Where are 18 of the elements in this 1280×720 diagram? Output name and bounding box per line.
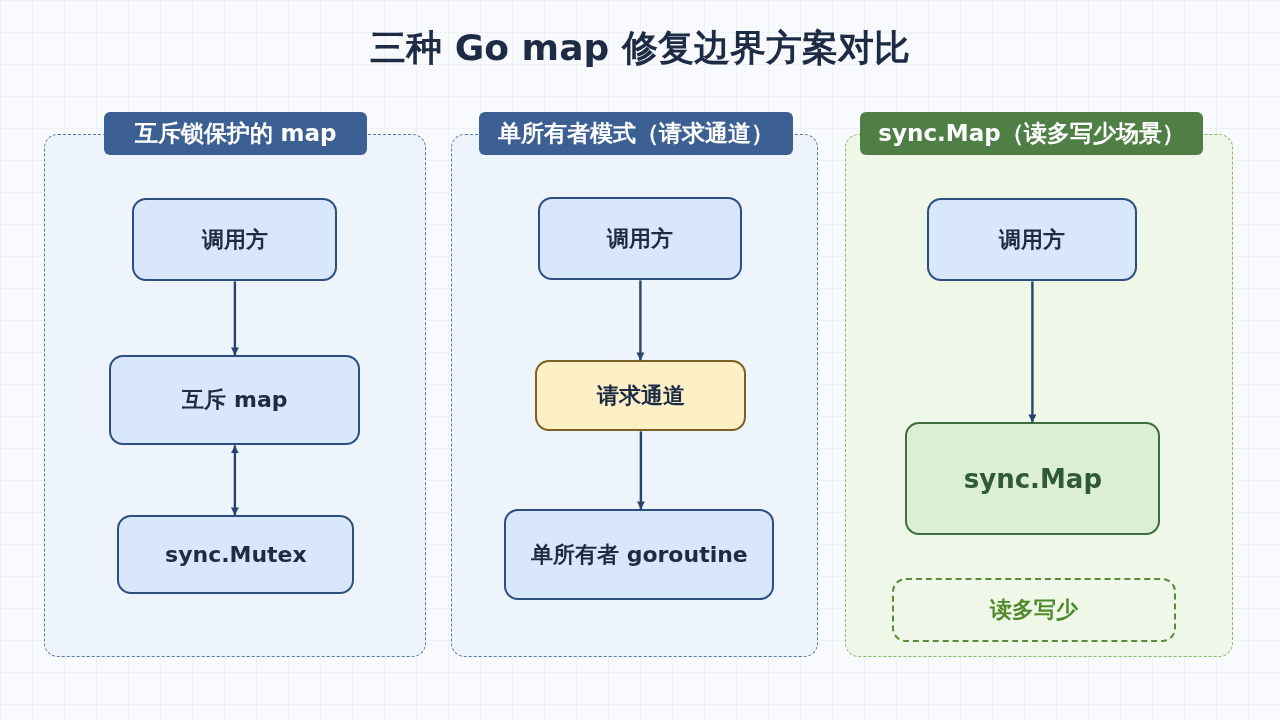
arrow [230,445,239,516]
title: 三种 Go map 修复边界方案对比 [369,26,911,70]
process-box: 调用方 [132,198,338,282]
process-box: 互斥 map [109,355,361,446]
process-box: 请求通道 [535,360,747,432]
arrow [636,431,645,510]
arrow [636,280,645,361]
note-box: 读多写少 [892,578,1177,643]
panel-heading: 单所有者模式（请求通道） [479,112,793,155]
process-box: 单所有者 goroutine [504,509,775,601]
process-box: sync.Mutex [117,515,355,595]
process-box: sync.Map [905,422,1161,536]
process-box: 调用方 [538,197,743,281]
process-box: 调用方 [927,198,1138,282]
arrow [1028,281,1037,423]
panel-heading: sync.Map（读多写少场景） [860,112,1203,155]
panel-heading: 互斥锁保护的 map [104,112,367,155]
arrow [230,281,239,356]
